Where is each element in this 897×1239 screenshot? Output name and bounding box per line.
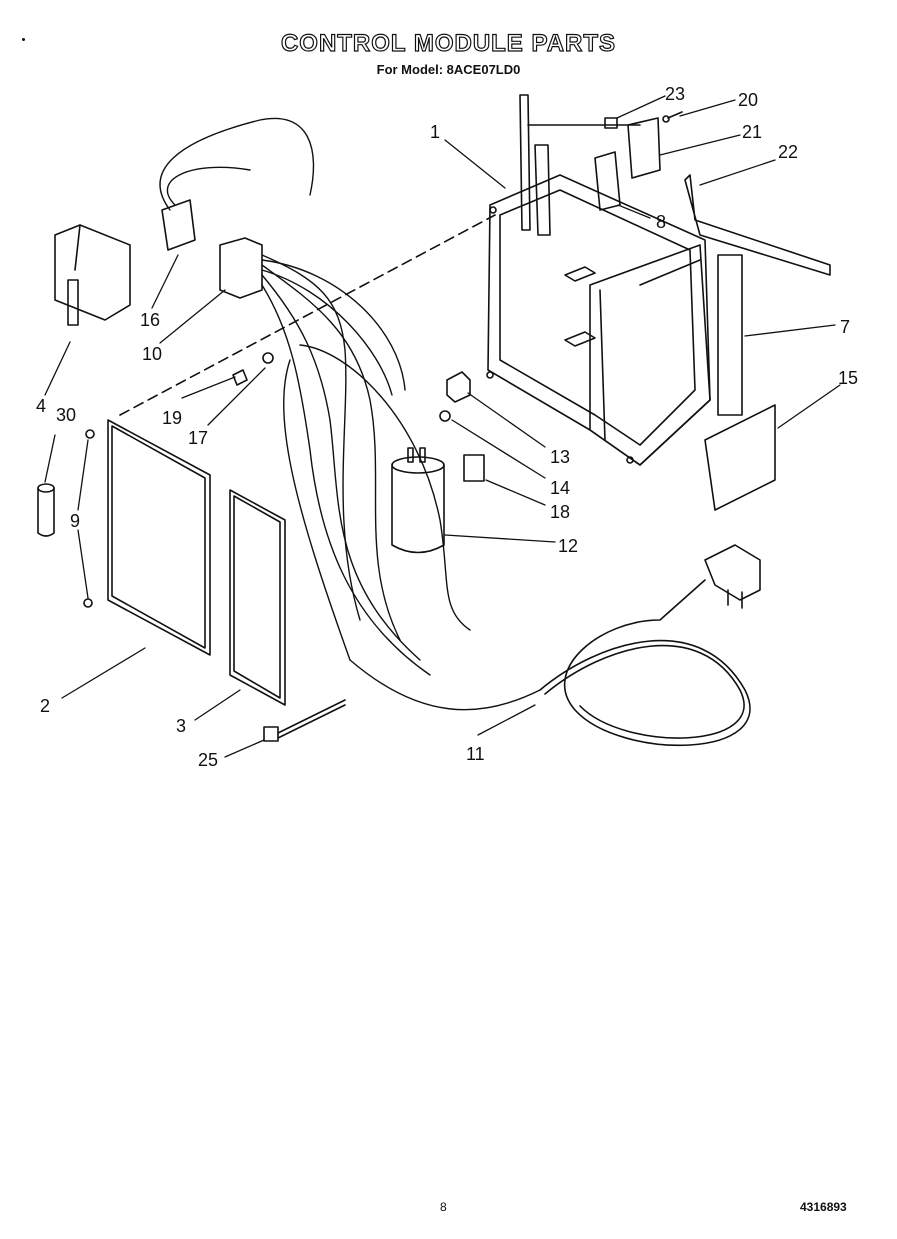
- part-bracket-4: [54, 224, 131, 326]
- part-screw-20: [662, 111, 683, 123]
- part-relay-16: [161, 199, 196, 251]
- page-title: CONTROL MODULE PARTS: [280, 29, 617, 57]
- part-gasket-8: [594, 151, 621, 211]
- part-capacitor-12: [391, 447, 445, 554]
- callout-1: 1: [430, 122, 440, 142]
- callout-14: 14: [550, 478, 570, 498]
- callout-20: 20: [738, 90, 758, 110]
- part-connector-18: [463, 454, 485, 482]
- callout-labels: 1 2 3 4 7 8 9 10 11 12 13 14 15 16 17 18…: [36, 84, 858, 770]
- callout-7: 7: [840, 317, 850, 337]
- callout-15: 15: [838, 368, 858, 388]
- part-washer-17: [262, 352, 274, 364]
- page-number: 8: [440, 1200, 447, 1214]
- leader-lines: [44, 95, 841, 758]
- part-power-cord-11: [539, 544, 761, 747]
- part-housing: [119, 94, 711, 466]
- callout-18: 18: [550, 502, 570, 522]
- callout-16: 16: [140, 310, 160, 330]
- callout-8: 8: [656, 212, 666, 232]
- part-clip-23: [604, 117, 618, 129]
- part-bracket-21: [627, 117, 661, 179]
- part-screw-19: [232, 369, 248, 386]
- part-cap-30: [37, 483, 55, 537]
- part-screw-14: [439, 410, 451, 422]
- model-subtitle: For Model: 8ACE07LD0: [376, 62, 521, 77]
- part-screws-9: [83, 429, 95, 608]
- callout-22: 22: [778, 142, 798, 162]
- callout-13: 13: [550, 447, 570, 467]
- part-panel-3: [229, 489, 286, 706]
- callout-25: 25: [198, 750, 218, 770]
- callout-17: 17: [188, 428, 208, 448]
- callout-30: 30: [56, 405, 76, 425]
- part-wire-harness: [159, 117, 541, 711]
- part-terminal-10: [219, 237, 263, 299]
- callout-12: 12: [558, 536, 578, 556]
- callout-4: 4: [36, 396, 46, 416]
- callout-2: 2: [40, 696, 50, 716]
- callout-11: 11: [466, 744, 485, 764]
- part-label-15: [704, 404, 776, 511]
- callout-21: 21: [742, 122, 762, 142]
- callout-3: 3: [176, 716, 186, 736]
- part-clip-13: [446, 371, 471, 403]
- callout-10: 10: [142, 344, 162, 364]
- part-rail-22: [684, 174, 831, 276]
- callout-23: 23: [665, 84, 685, 104]
- document-code: 4316893: [800, 1200, 847, 1214]
- part-panel-2: [107, 419, 211, 656]
- part-strip-7: [717, 254, 743, 416]
- corner-mark: [22, 38, 25, 41]
- part-cable-tie-25: [263, 699, 346, 742]
- callout-19: 19: [162, 408, 182, 428]
- callout-9: 9: [70, 511, 80, 531]
